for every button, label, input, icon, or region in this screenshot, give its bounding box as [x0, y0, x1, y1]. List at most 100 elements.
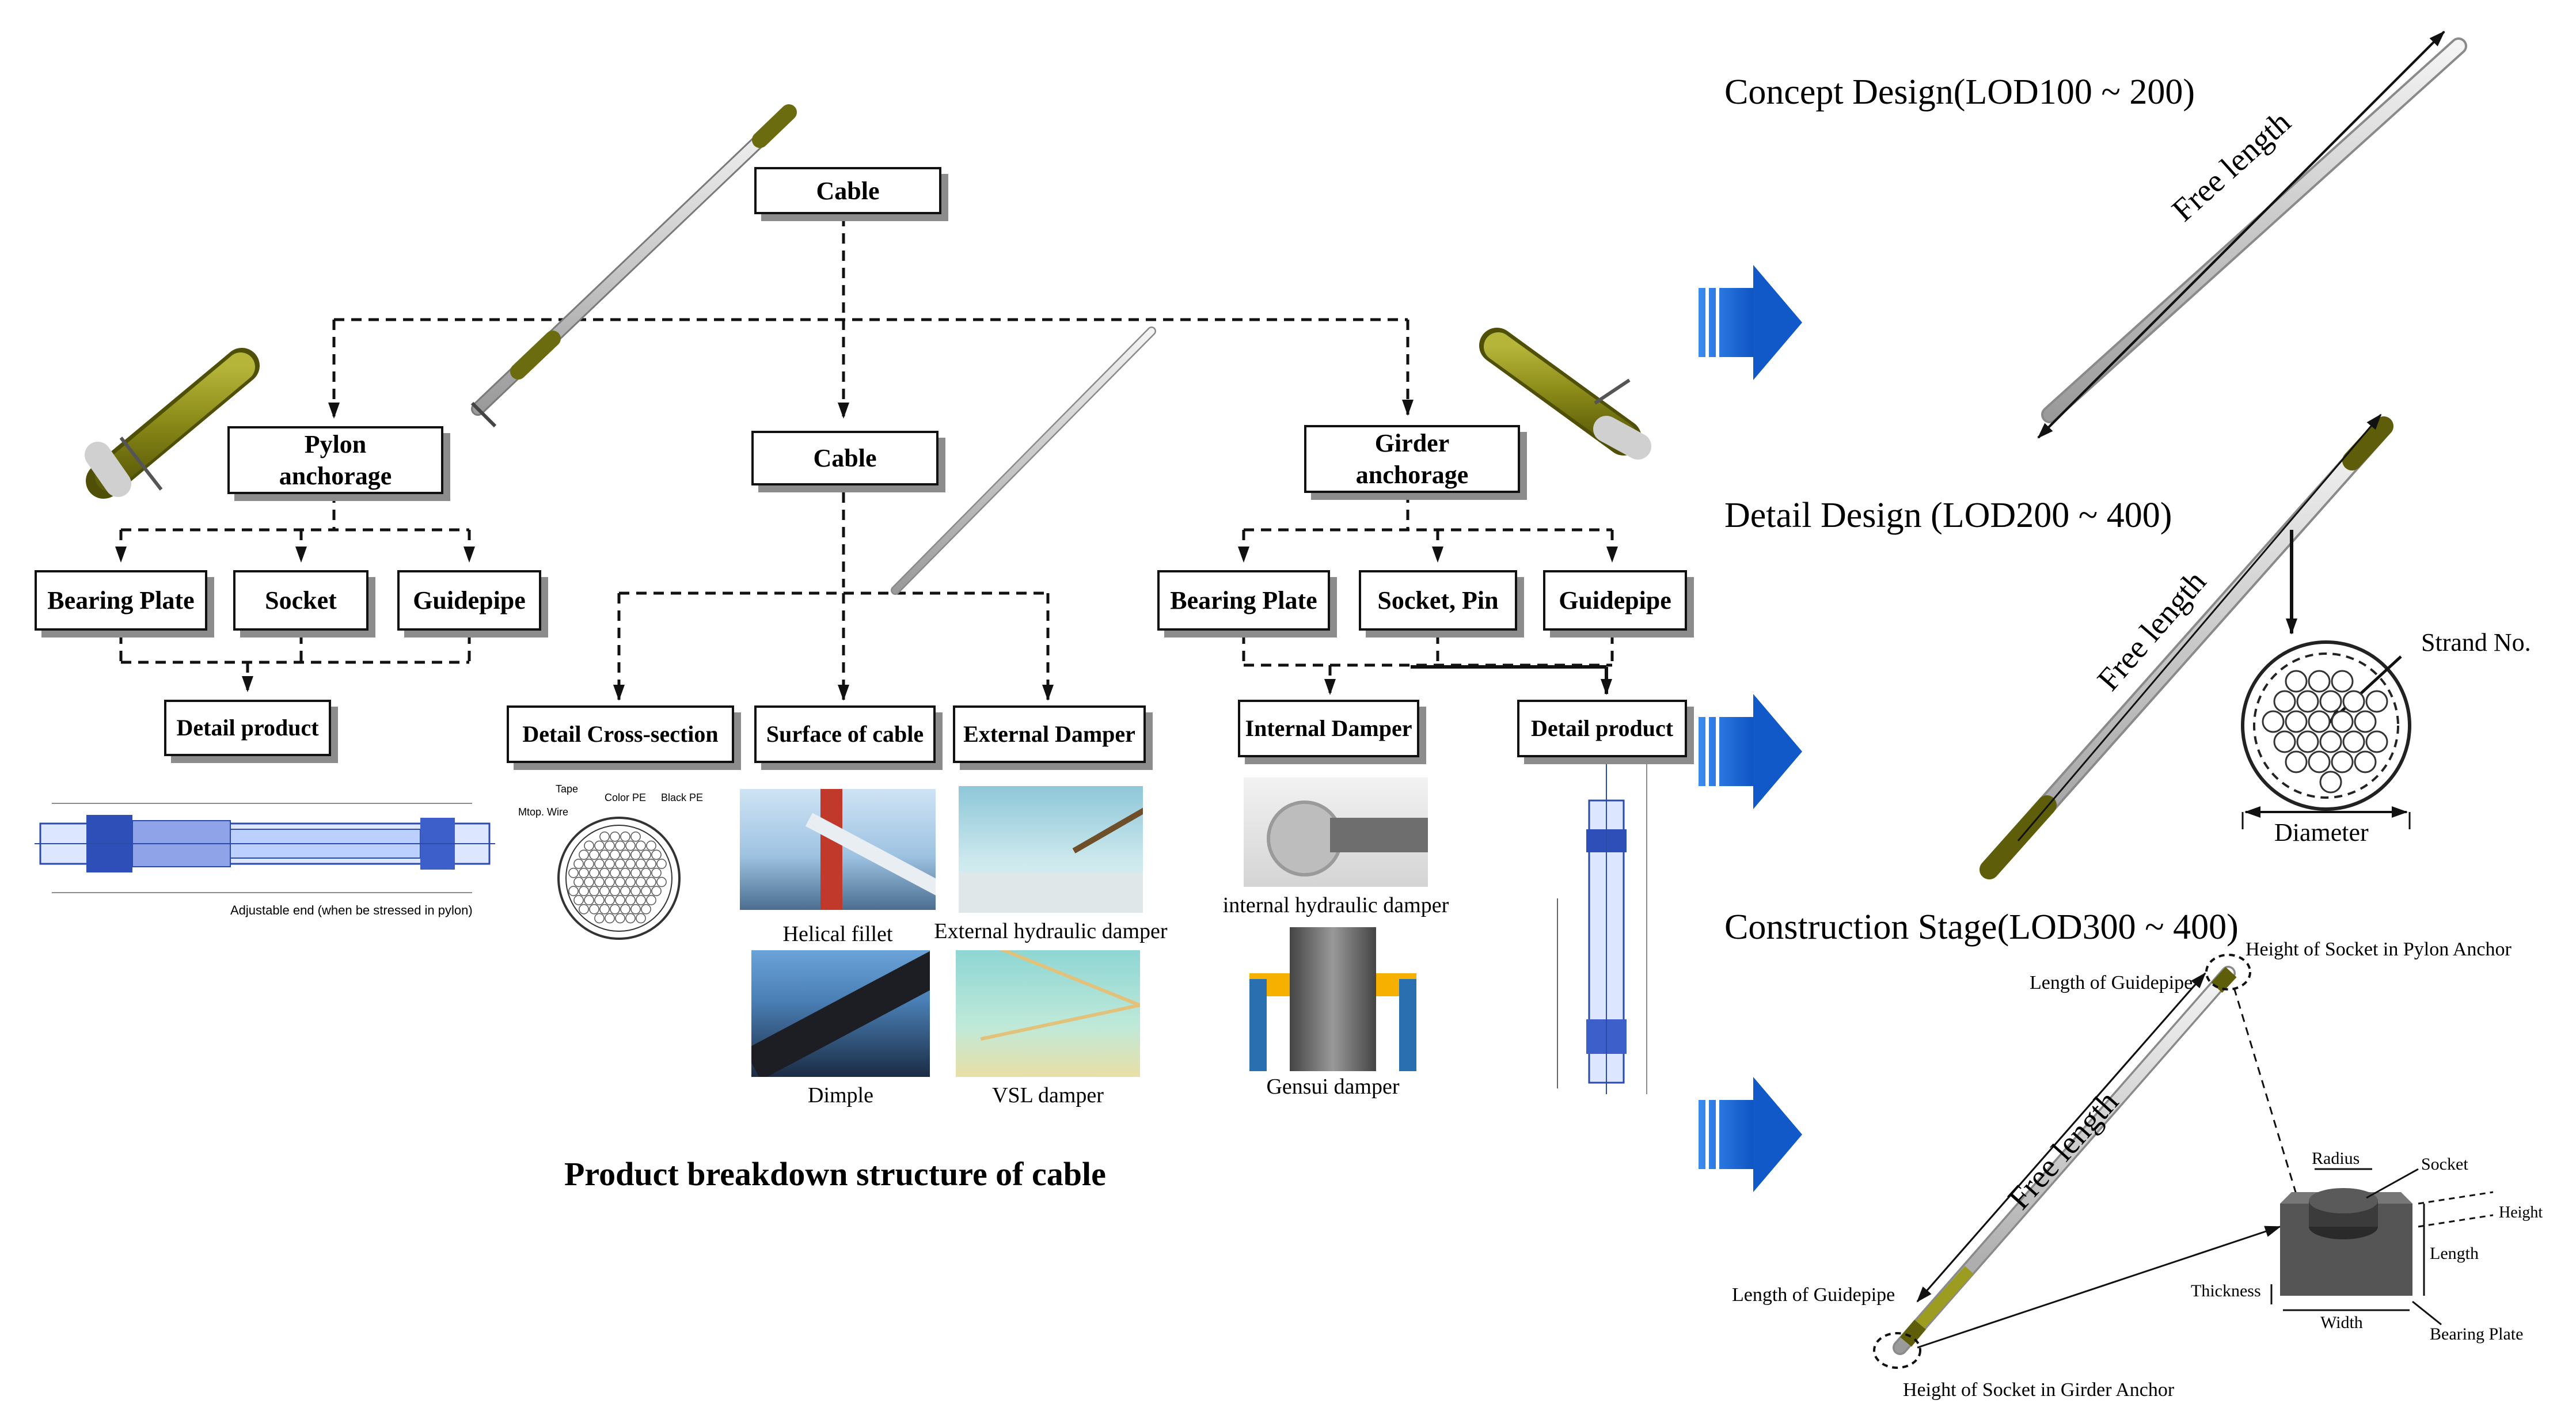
photo-gensui-damper — [1249, 927, 1416, 1071]
pylon-detail-drawing — [35, 803, 495, 893]
strand-circle — [610, 886, 620, 897]
strand-circle — [594, 877, 605, 887]
strand-circle — [599, 849, 610, 860]
strand-circle — [636, 895, 646, 905]
section-color-label: Color PE — [605, 792, 647, 803]
strand-circle — [610, 831, 620, 842]
socket-label: Socket — [2421, 1155, 2468, 1174]
strand-circle — [584, 877, 594, 887]
strand-circle — [584, 859, 594, 869]
strand-circle — [2354, 750, 2377, 773]
strand-circle — [630, 886, 641, 897]
strand-circle — [579, 886, 589, 897]
strand-circle — [2308, 750, 2331, 773]
radius-label: Radius — [2312, 1149, 2360, 1168]
strand-circle — [625, 913, 636, 924]
node-cable-root: Cable — [754, 167, 941, 214]
caption-vsl-damper: VSL damper — [992, 1083, 1104, 1107]
strand-circle — [2354, 710, 2377, 733]
strand-circle — [605, 913, 615, 924]
strand-circle — [605, 877, 615, 887]
strand-circle — [636, 859, 646, 869]
construction-stage-title: Construction Stage(LOD300 ~ 400) — [1724, 908, 2239, 947]
node-detail-cross-section: Detail Cross-section — [507, 705, 734, 763]
strand-circle — [2308, 710, 2331, 733]
node-pylon-bearing-plate: Bearing Plate — [35, 570, 207, 631]
strand-circle — [2262, 710, 2285, 733]
strand-circle — [2308, 670, 2331, 693]
strand-circle — [625, 840, 636, 851]
pbs-title: Product breakdown structure of cable — [564, 1155, 1106, 1193]
strand-circle — [2273, 730, 2296, 753]
strand-circle — [599, 904, 610, 915]
node-pylon-socket: Socket — [233, 570, 368, 631]
section-black-label: Black PE — [661, 792, 704, 803]
strand-circle — [568, 886, 579, 897]
strand-circle — [651, 886, 662, 897]
strand-circle — [615, 913, 625, 924]
strand-circle — [656, 859, 667, 869]
strand-circle — [641, 904, 651, 915]
strand-circle — [646, 840, 656, 851]
strand-circle — [2365, 690, 2388, 713]
height-of-socket-girder-label: Height of Socket in Girder Anchor — [1903, 1379, 2175, 1401]
strand-circle — [630, 904, 641, 915]
strand-circle — [630, 831, 641, 842]
photo-helical-fillet — [740, 789, 936, 910]
strand-circle — [594, 859, 605, 869]
node-girder-socket-pin: Socket, Pin — [1359, 570, 1517, 631]
strand-circle — [589, 886, 599, 897]
strand-circle — [630, 867, 641, 878]
concept-design-title: Concept Design(LOD100 ~ 200) — [1724, 73, 2195, 112]
strand-circle — [615, 859, 625, 869]
cross-section-drawing — [557, 817, 681, 940]
strand-circle — [584, 840, 594, 851]
strand-circle — [620, 831, 630, 842]
bearing-plate-label: Bearing Plate — [2430, 1325, 2524, 1344]
strand-circle — [615, 877, 625, 887]
strand-circle — [599, 867, 610, 878]
strand-circle — [641, 849, 651, 860]
node-girder-detail-product: Detail product — [1517, 700, 1687, 757]
strand-circle — [605, 895, 615, 905]
strand-circle — [620, 849, 630, 860]
strand-circle — [641, 867, 651, 878]
node-pylon-detail-product: Detail product — [164, 700, 331, 756]
strand-circle — [656, 877, 667, 887]
strand-circle — [620, 867, 630, 878]
strand-circle — [2331, 670, 2354, 693]
strand-circle — [2296, 690, 2319, 713]
caption-gensui-damper: Gensui damper — [1266, 1075, 1400, 1099]
strand-circle — [2331, 710, 2354, 733]
strand-circle — [594, 840, 605, 851]
photo-dimple — [751, 950, 930, 1077]
node-internal-damper: Internal Damper — [1238, 700, 1419, 757]
strand-circle — [579, 904, 589, 915]
strand-circle — [636, 913, 646, 924]
node-cable-branch: Cable — [751, 431, 939, 485]
pylon-adjustable-label: Adjustable end (when be stressed in pylo… — [230, 903, 473, 917]
strand-circle — [2342, 690, 2365, 713]
strand-circle — [610, 904, 620, 915]
strand-circle — [599, 831, 610, 842]
strand-circle — [646, 859, 656, 869]
strand-circle — [2319, 730, 2342, 753]
detail-strands — [2262, 670, 2388, 794]
diameter-label: Diameter — [2274, 818, 2369, 847]
caption-dimple: Dimple — [808, 1083, 873, 1107]
node-girder-anchorage: Girder anchorage — [1304, 425, 1520, 493]
node-external-damper: External Damper — [953, 705, 1146, 763]
strand-circle — [646, 877, 656, 887]
thickness-label: Thickness — [2191, 1281, 2261, 1300]
strand-circle — [589, 904, 599, 915]
strand-circle — [625, 877, 636, 887]
detail-design-title: Detail Design (LOD200 ~ 400) — [1724, 496, 2172, 535]
strand-circle — [579, 849, 589, 860]
girder-detail-drawing — [1557, 754, 1647, 1094]
node-pylon-anchorage: Pylon anchorage — [227, 426, 443, 494]
concept-cable — [2037, 31, 2467, 439]
photo-internal-hydraulic-damper — [1244, 777, 1428, 887]
strand-circle — [2342, 730, 2365, 753]
node-girder-guidepipe: Guidepipe — [1543, 570, 1687, 631]
